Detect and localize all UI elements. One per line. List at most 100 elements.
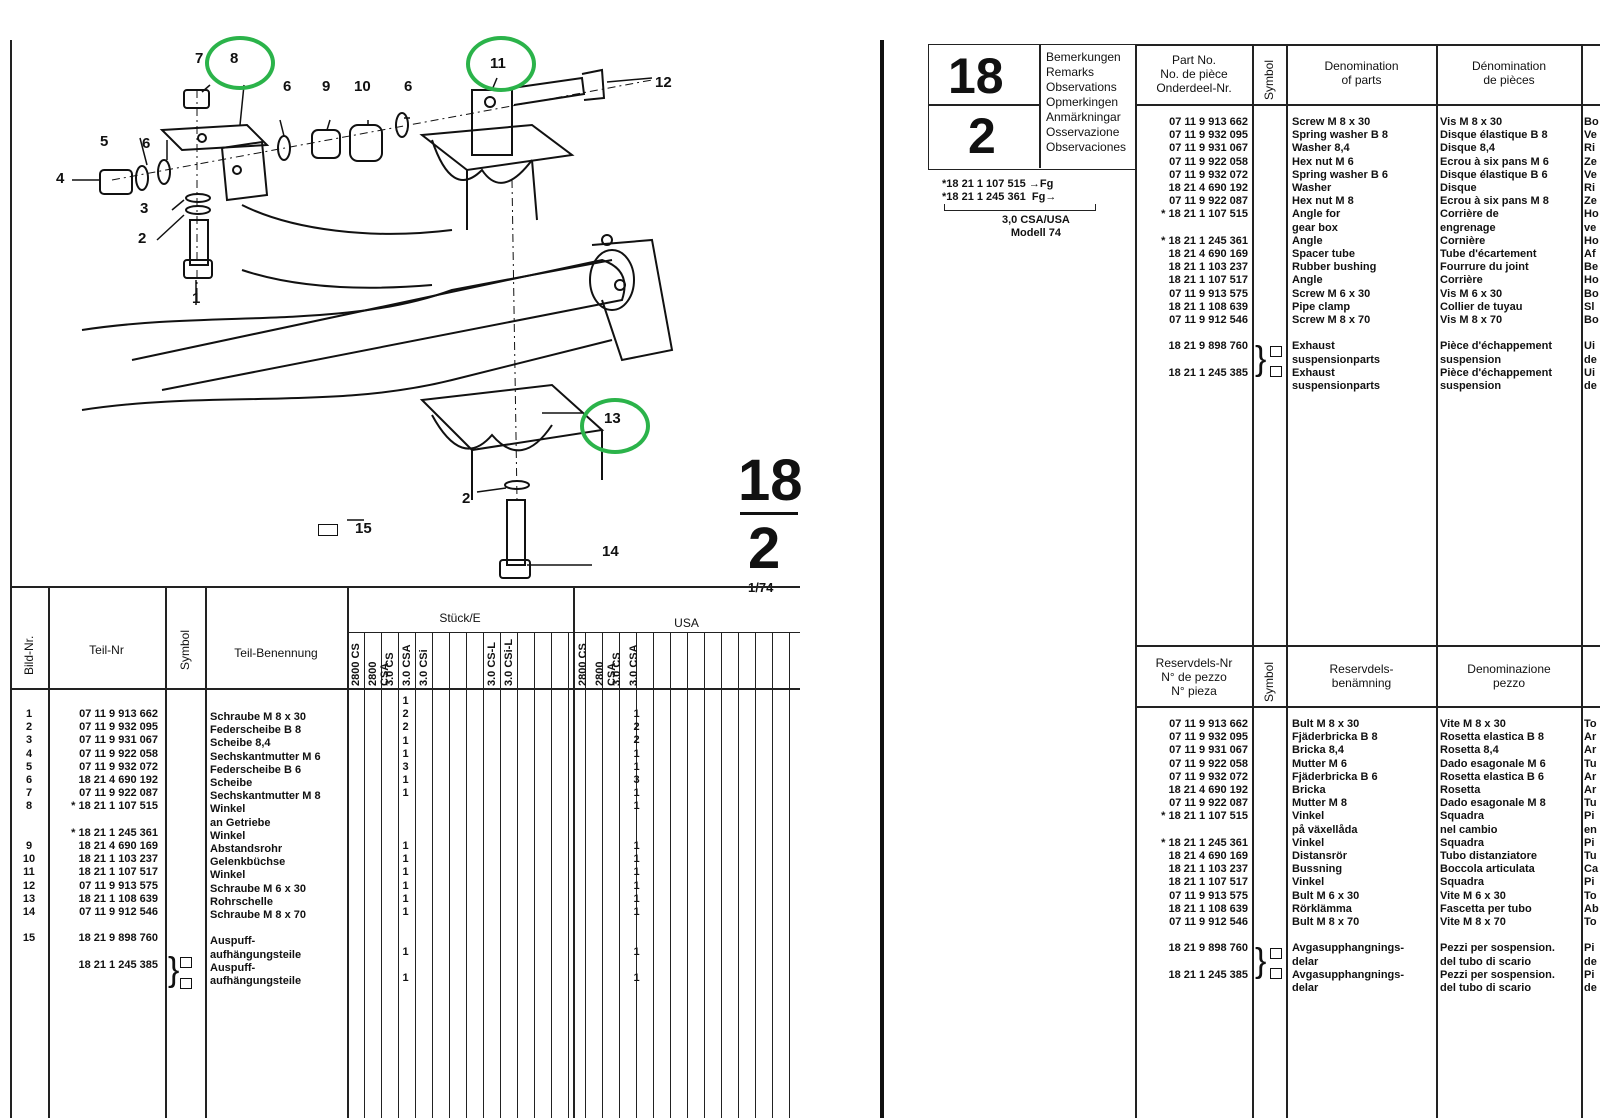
callout-5: 5 xyxy=(100,133,109,150)
section-sub: 2 xyxy=(748,516,781,581)
nut-4 xyxy=(99,169,133,195)
teil-nr-column: 07 11 9 913 662 07 11 9 932 095 07 11 9 … xyxy=(71,708,158,971)
col-line-2 xyxy=(165,586,167,1118)
section-box-divider-h xyxy=(928,104,1039,106)
right-section-sub: 2 xyxy=(968,108,996,164)
header-teil-nr: Teil-Nr xyxy=(89,643,124,657)
callout-15: 15 xyxy=(355,520,372,537)
r-top-line xyxy=(1135,44,1600,46)
callout-10: 10 xyxy=(354,78,371,95)
callout-6c: 6 xyxy=(404,78,413,95)
symbol-brace: } xyxy=(168,951,180,989)
top-symbol-icon-2 xyxy=(1270,366,1282,377)
callout-7: 7 xyxy=(195,50,204,67)
highlight-circle-8 xyxy=(205,36,275,90)
r-col-line-5 xyxy=(1581,44,1583,1118)
bottom-denom-it-column: Vite M 8 x 30 Rosetta elastica B 8 Roset… xyxy=(1440,718,1555,995)
callout-4: 4 xyxy=(56,170,65,187)
section-divider xyxy=(740,512,798,515)
header-denom-it: Denominazione pezzo xyxy=(1467,662,1551,690)
table-top-line xyxy=(10,586,800,588)
upper-clamp xyxy=(419,123,575,172)
remarks-note: *18 21 1 107 515 →Fg *18 21 1 245 361 Fg… xyxy=(942,178,1057,204)
screw-14 xyxy=(506,499,526,566)
remarks-model: 3,0 CSA/USA Modell 74 xyxy=(1002,214,1070,240)
qty-column-usa-30csa: 1 2 2 1 1 3 1 1 1 1 1 1 1 1 1 1 xyxy=(633,708,640,985)
callout-3: 3 xyxy=(140,200,149,217)
header-part-no: Part No. No. de pièce Onderdeel-Nr. xyxy=(1156,53,1232,95)
section-box-divider-v xyxy=(1039,44,1041,168)
header-denom-sv: Reservdels- benämning xyxy=(1329,662,1394,690)
qty-column-30csa: 1 2 2 1 1 3 1 1 xyxy=(402,695,409,800)
r-col-line-1 xyxy=(1135,44,1137,1118)
header-denom-fr: Dénomination de pièces xyxy=(1471,59,1547,87)
callout-1: 1 xyxy=(192,290,201,307)
bottom-denom-es-column: To Ar Ar Tu Ar Ar Tu Pi en Pi Tu Ca Pi T… xyxy=(1584,718,1599,995)
top-part-numbers: 07 11 9 913 662 07 11 9 932 095 07 11 9 … xyxy=(1161,116,1248,379)
model-col-30csil: 3.0 CSi-L xyxy=(503,638,515,686)
callout-2: 2 xyxy=(138,230,147,247)
symbol-icon-2 xyxy=(180,978,192,989)
callout-6b: 6 xyxy=(283,78,292,95)
bottom-part-numbers: 07 11 9 913 662 07 11 9 932 095 07 11 9 … xyxy=(1161,718,1248,981)
r-col-line-2 xyxy=(1252,44,1254,1118)
model-col-lines xyxy=(347,632,800,1118)
callout-12: 12 xyxy=(655,74,672,91)
highlight-circle-11 xyxy=(466,36,536,92)
usa-col-30csa: 3.0 CSA xyxy=(628,644,640,686)
highlight-circle-13 xyxy=(580,398,650,454)
top-denom-en-column: Screw M 8 x 30 Spring washer B 8 Washer … xyxy=(1292,116,1388,393)
header-teil-benennung: Teil-Benennung xyxy=(234,646,318,660)
bottom-symbol-icon-2 xyxy=(1270,968,1282,979)
angle-bracket-8 xyxy=(159,123,270,152)
model-col-2800cs: 2800 CS xyxy=(350,643,362,686)
teil-benennung-column: Schraube M 8 x 30 Federscheibe B 8 Schei… xyxy=(210,711,321,988)
r-mid-header-line xyxy=(1135,706,1600,708)
header-reservdels-nr: Reservdels-Nr N° de pezzo N° pieza xyxy=(1155,656,1233,698)
header-symbol-top: Symbol xyxy=(1262,59,1276,100)
model-col-30csl: 3.0 CS-L xyxy=(486,641,498,686)
qty-column-2800csa: 1 1 1 1 1 1 1 1 xyxy=(402,840,409,985)
binding-line xyxy=(880,40,884,1118)
header-symbol: Symbol xyxy=(178,629,192,670)
header-stueck: Stück/E xyxy=(439,611,481,625)
col-line-1 xyxy=(48,586,50,1118)
callout-14: 14 xyxy=(602,543,619,560)
model-col-30csi: 3.0 CSi xyxy=(418,649,430,686)
symbol-box-15 xyxy=(318,524,338,536)
callout-9: 9 xyxy=(322,78,331,95)
pipe xyxy=(131,258,626,391)
remarks-note-brace xyxy=(944,204,1096,211)
bottom-symbol-icon-1 xyxy=(1270,948,1282,959)
top-denom-nl-column: Bo Ve Ri Ze Ve Ri Ze Ho ve Ho Af Be Ho B… xyxy=(1584,116,1599,393)
r-mid-line xyxy=(1135,645,1600,647)
model-col-30cs: 3.0 CS xyxy=(384,652,396,686)
top-symbol-brace: } xyxy=(1255,340,1267,378)
angle-bracket-11 xyxy=(471,89,513,156)
r-col-line-3 xyxy=(1286,44,1288,1118)
bolt-1 xyxy=(189,219,209,266)
top-symbol-icon-1 xyxy=(1270,346,1282,357)
bottom-symbol-brace: } xyxy=(1255,942,1267,980)
section-box xyxy=(928,44,1137,170)
callout-2b: 2 xyxy=(462,490,471,507)
header-symbol-bottom: Symbol xyxy=(1262,661,1276,702)
right-section-number: 18 xyxy=(948,48,1004,104)
callout-6a: 6 xyxy=(142,135,151,152)
usa-col-2800cs: 2800 CS xyxy=(577,643,589,686)
usa-col-30cs: 3.0 CS xyxy=(611,652,623,686)
top-denom-fr-column: Vis M 8 x 30 Disque élastique B 8 Disque… xyxy=(1440,116,1553,393)
frame-outline xyxy=(81,259,613,331)
remarks-header: Bemerkungen Remarks Observations Opmerki… xyxy=(1046,50,1127,154)
bottom-denom-sv-column: Bult M 8 x 30 Fjäderbricka B 8 Bricka 8,… xyxy=(1292,718,1405,995)
page-edge-line xyxy=(10,40,12,1118)
model-col-30csa: 3.0 CSA xyxy=(401,644,413,686)
header-bild-nr: Bild-Nr. xyxy=(22,635,36,675)
right-page: 18 2 Bemerkungen Remarks Observations Op… xyxy=(884,0,1600,1118)
bild-nr-column: 1 2 3 4 5 6 7 8 9 10 11 12 13 14 15 xyxy=(22,708,36,945)
bracket-plate xyxy=(591,238,674,362)
col-line-3 xyxy=(205,586,207,1118)
r-header-line xyxy=(1135,104,1600,106)
left-page: 1 2 3 4 5 6 7 8 6 9 10 6 11 12 13 2 14 1… xyxy=(10,36,803,1118)
header-denom-en: Denomination of parts xyxy=(1324,59,1399,87)
